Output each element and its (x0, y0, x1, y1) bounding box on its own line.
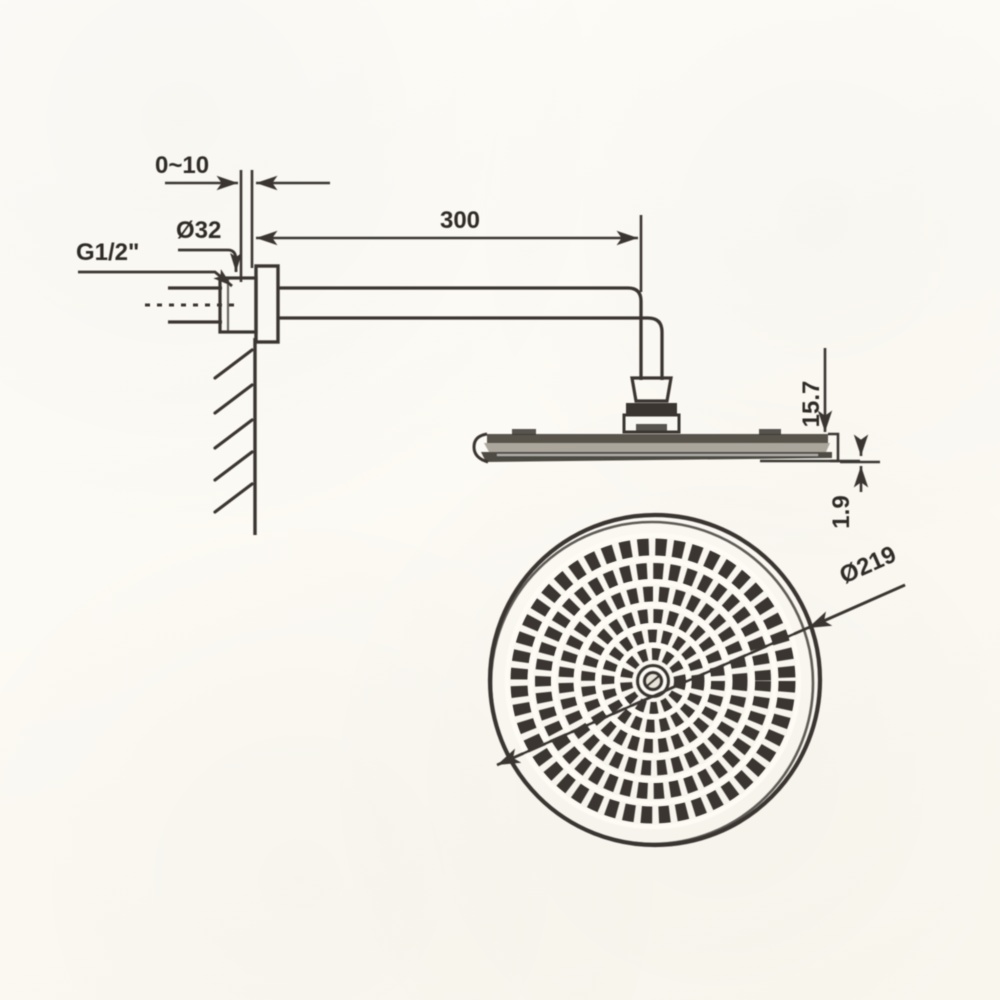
dimension-label-wall-gap: 0~10 (155, 152, 209, 179)
dim-arrow-face-upper (807, 583, 906, 630)
dimension-arm-length: 300 (256, 207, 643, 292)
side-elevation-view: 0~10 Ø32 G1/2" 300 (76, 152, 880, 535)
wall-flange (254, 264, 280, 344)
plate-boss-right (759, 429, 781, 435)
dimension-label-face-diameter: Ø219 (836, 541, 901, 590)
bottom-face-view: Ø219 (487, 512, 906, 848)
connector-collar (626, 403, 677, 415)
wall-hatching (213, 348, 254, 514)
nozzle-ring-3 (558, 586, 748, 776)
nozzle-ring-5 (601, 629, 705, 733)
nozzle-ring-1 (510, 538, 796, 824)
thread-body (218, 276, 258, 334)
nozzle-ring-6 (620, 648, 686, 714)
dimension-label-head-thickness: 15.7 (798, 381, 825, 428)
face-inner-rim (489, 520, 815, 846)
wall (213, 338, 257, 535)
inlet-pipe (145, 276, 258, 334)
nozzle-rings (510, 538, 796, 824)
dimension-label-thread: G1/2" (76, 239, 139, 266)
shower-arm (278, 286, 664, 380)
shower-head-plate-profile (472, 429, 840, 464)
dimension-label-flange-diameter: Ø32 (176, 217, 221, 244)
dimension-wall-gap: 0~10 (155, 152, 330, 282)
nozzle-ring-4 (581, 609, 725, 753)
ring-separators (504, 532, 802, 830)
dimension-label-arm-length: 300 (440, 207, 480, 234)
centre-slot (646, 675, 660, 687)
face-centre-hub (636, 664, 670, 698)
dimension-flange-diameter: Ø32 (176, 217, 242, 272)
nozzle-ring-2 (535, 563, 771, 799)
leader-thread (78, 269, 233, 288)
plate-boss-left (512, 429, 536, 435)
dimension-label-plate-thickness: 1.9 (828, 495, 855, 528)
arm-connector (622, 376, 681, 434)
dimension-thread: G1/2" (76, 239, 233, 288)
dimension-plate-thickness: 1.9 (828, 434, 880, 529)
leader-flange-diameter (178, 248, 242, 272)
